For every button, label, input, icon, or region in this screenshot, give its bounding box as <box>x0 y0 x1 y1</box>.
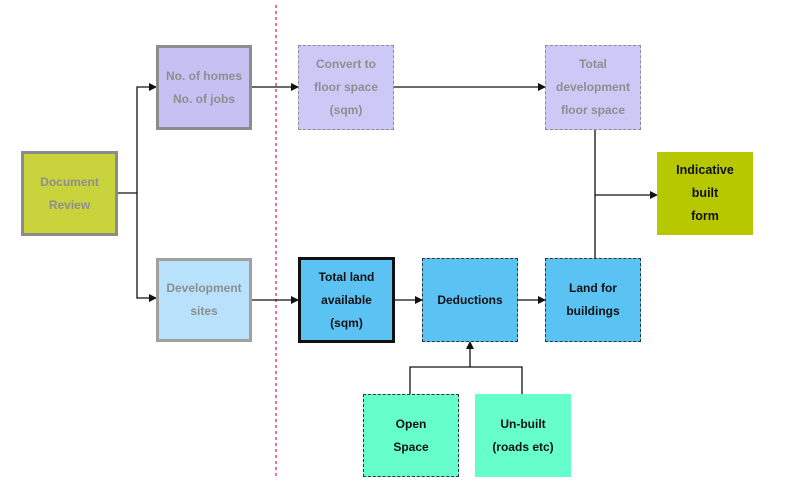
open-space-node: Open Space <box>363 394 459 477</box>
total-land-available-label: Total land available (sqm) <box>318 269 375 330</box>
deductions-label: Deductions <box>437 292 503 307</box>
unbuilt-node: Un-built (roads etc) <box>475 394 571 477</box>
land-for-buildings-label: Land for buildings <box>566 281 620 318</box>
convert-floor-space-node: Convert to floor space (sqm) <box>298 45 394 130</box>
convert-floor-space-label: Convert to floor space (sqm) <box>313 57 379 117</box>
total-land-available-node: Total land available (sqm) <box>298 257 395 343</box>
deductions-node: Deductions <box>422 258 518 342</box>
document-review-node: Document Review <box>21 151 118 236</box>
connector-document-to-homes <box>118 83 157 194</box>
total-development-floor-space-label: Total development floor space <box>555 57 630 117</box>
homes-jobs-label: No. of homes No. of jobs <box>165 68 242 106</box>
indicative-built-form-node: Indicative built form <box>657 152 753 235</box>
indicative-built-form-label: Indicative built form <box>676 163 734 223</box>
unbuilt-label: Un-built (roads etc) <box>492 416 554 454</box>
connector-unbuilt <box>470 366 523 394</box>
land-for-buildings-node: Land for buildings <box>545 258 641 342</box>
total-development-floor-space-node: Total development floor space <box>545 45 641 130</box>
homes-jobs-node: No. of homes No. of jobs <box>156 45 252 130</box>
development-sites-label: Development sites <box>166 281 242 318</box>
development-sites-node: Development sites <box>156 258 252 342</box>
document-review-label: Document Review <box>40 174 99 212</box>
connector-document-to-sites <box>136 193 157 302</box>
open-space-label: Open Space <box>393 416 429 454</box>
connector-open-space <box>409 366 470 394</box>
